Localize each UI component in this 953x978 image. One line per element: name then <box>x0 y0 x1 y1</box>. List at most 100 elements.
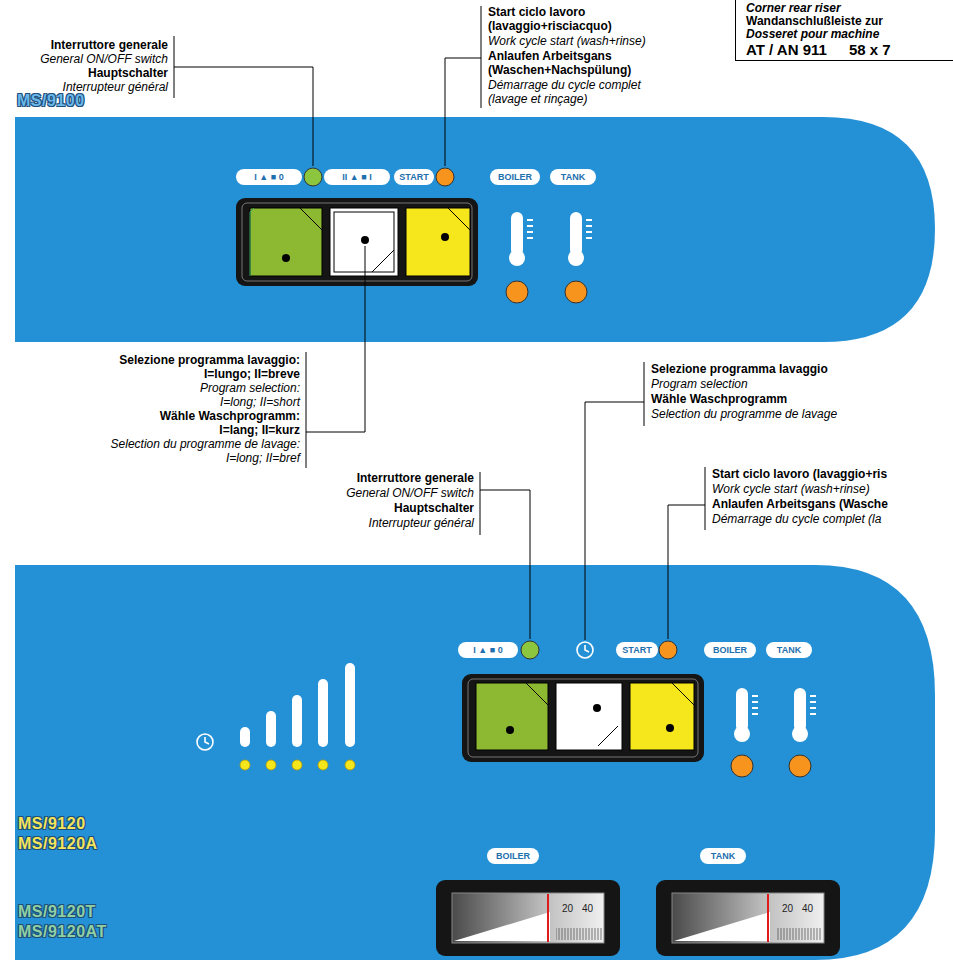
button-block <box>593 704 601 712</box>
callout-text: Selection du programme de lavage <box>651 407 837 421</box>
button-block <box>506 726 514 734</box>
gauge-scale-number: 40 <box>802 903 813 914</box>
callout-text: Anlaufen Arbeitsgans (Wasche <box>712 497 888 511</box>
button-block <box>630 683 694 750</box>
callout-text: I=lang; II=kurz <box>219 423 300 437</box>
callout-text: Program selection <box>651 377 748 391</box>
callout-text: Selection du programme de lavage: <box>111 437 300 451</box>
control-panel: MS/9120MS/9120AMS/9120TMS/9120ATI ▲ ■ 0S… <box>15 565 935 960</box>
gauge-scale-number: 20 <box>562 903 573 914</box>
button-block <box>556 683 622 750</box>
panel-label: BOILER <box>498 172 532 182</box>
callout-text: Start ciclo lavoro (lavaggio+ris <box>712 467 887 481</box>
button-block <box>361 236 369 244</box>
callout-text: Work cycle start (wash+rinse) <box>712 482 870 496</box>
gauge-scale-number: 20 <box>782 903 793 914</box>
indicator-lamp <box>789 755 811 777</box>
button-block <box>250 208 254 276</box>
control-panel: MS/9100I ▲ ■ 0II ▲ ■ ISTARTBOILERTANK <box>15 117 935 342</box>
gauge-display <box>656 880 840 956</box>
indicator-lamp <box>304 168 322 186</box>
timer-bar <box>240 727 250 747</box>
button-block <box>598 726 618 746</box>
panel-label-pill: I ▲ ■ 0 <box>236 169 302 185</box>
timer-bar <box>292 695 302 747</box>
button-block <box>236 198 478 286</box>
model-name: MS/9100 <box>17 92 85 110</box>
box-text: Dosseret pour machine <box>746 27 879 41</box>
panel-label-pill: TANK <box>550 169 596 185</box>
box-text: 58 x 7 <box>849 41 891 58</box>
button-block <box>330 208 398 276</box>
callout-text: Work cycle start (wash+rinse) <box>488 34 646 48</box>
callout-text: Hauptschalter <box>88 66 168 80</box>
model-name: MS/9120AT <box>18 923 107 941</box>
panel-label-pill: BOILER <box>487 848 539 864</box>
button-block <box>666 724 674 732</box>
leader-line <box>306 352 307 468</box>
button-block <box>236 198 478 286</box>
panel-outline <box>15 117 935 342</box>
timer-bar <box>318 679 328 747</box>
indicator-lamp <box>659 641 677 659</box>
button-block <box>672 683 694 705</box>
button-block <box>448 208 470 230</box>
callout-text: Start ciclo lavoro (lavaggio+risciacquo) <box>488 5 628 33</box>
gauge-display <box>436 880 620 956</box>
box-text: AT / AN 911 <box>746 41 827 58</box>
leader-line <box>480 472 481 535</box>
button-block <box>250 208 322 276</box>
timer-led <box>318 760 328 770</box>
callout-text: Selezione programma lavaggio <box>651 362 828 376</box>
callout-text: Interruttore generale <box>357 471 474 485</box>
panel-label-pill: START <box>616 642 658 658</box>
model-name: MS/9120 <box>18 815 86 833</box>
callout-text: General ON/OFF switch <box>346 486 474 500</box>
panel-outline <box>15 117 935 342</box>
leader-line <box>644 362 645 426</box>
button-block <box>476 683 548 750</box>
gauge-display <box>454 912 550 941</box>
callout-text: I=long; II=bref <box>226 451 300 465</box>
gauge-display <box>776 928 822 940</box>
panel-label: I ▲ ■ 0 <box>254 172 283 182</box>
gauge-display <box>672 893 824 943</box>
gauge-display <box>674 912 770 941</box>
gauge-display: 2040 <box>436 880 620 956</box>
panel-outline <box>15 565 935 960</box>
timer-bar <box>266 711 276 747</box>
button-block <box>334 212 394 272</box>
callout-text: Selezione programma lavaggio: <box>119 353 300 367</box>
panel-label: BOILER <box>713 645 747 655</box>
timer-bar <box>345 663 355 747</box>
callout-text: Hauptschalter <box>394 501 474 515</box>
callout-text: I=long; II=short <box>220 395 300 409</box>
gauge-display <box>547 894 549 942</box>
timer-led <box>292 760 302 770</box>
timer-led <box>266 760 276 770</box>
indicator-lamp <box>521 641 539 659</box>
gauge-scale-number: 40 <box>582 903 593 914</box>
panel-label-pill: BOILER <box>490 169 540 185</box>
model-name: MS/9120A <box>18 835 98 853</box>
callout-text: Wähle Waschprogramm <box>651 392 787 406</box>
timer-led <box>345 760 355 770</box>
panel-label-pill: START <box>394 169 434 185</box>
indicator-lamp <box>565 281 587 303</box>
button-block <box>462 674 704 762</box>
panel-label: II ▲ ■ I <box>342 172 371 182</box>
callout-text: Program selection: <box>200 381 300 395</box>
product-box: Corner rear riserWandanschlußleiste zurD… <box>735 0 953 61</box>
panel-label-pill: I ▲ ■ 0 <box>458 642 518 658</box>
button-block <box>406 208 470 276</box>
panel-label: BOILER <box>496 851 530 861</box>
box-text: Corner rear riser <box>746 1 841 15</box>
callout-text: Wähle Waschprogramm: <box>160 409 300 423</box>
button-block <box>462 674 704 762</box>
callout-text: General ON/OFF switch <box>40 52 168 66</box>
button-block <box>526 683 548 705</box>
panel-label: TANK <box>561 172 585 182</box>
callout-text: Démarrage du cycle complet (la <box>712 512 881 526</box>
indicator-lamp <box>731 755 753 777</box>
